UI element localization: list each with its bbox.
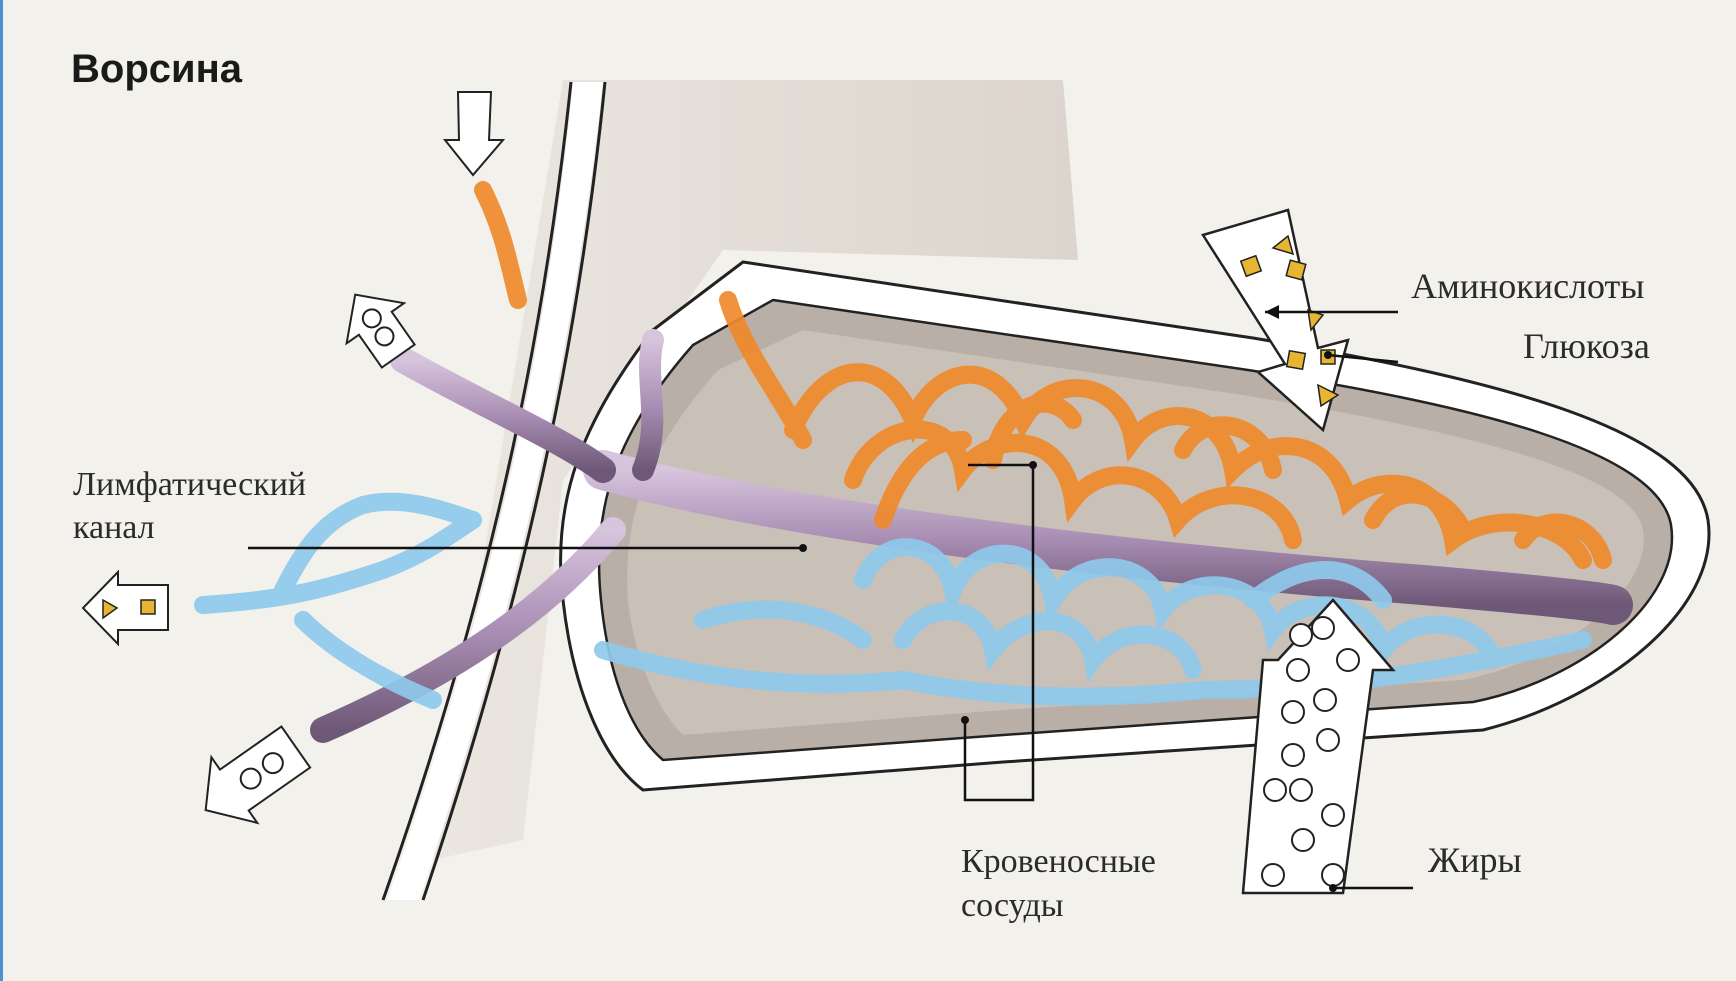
label-lymph-2: канал [73, 509, 155, 546]
label-amino: Аминокислоты [1411, 266, 1644, 306]
villus-illustration: Ворсина Лимфатический канал Аминокислоты… [3, 0, 1736, 981]
label-glucose: Глюкоза [1523, 326, 1650, 366]
label-vessels-1: Кровеносные [961, 843, 1156, 880]
label-lymph-1: Лимфатический [73, 466, 306, 503]
lymph-outflow-arrow [83, 570, 168, 644]
diagram-title: Ворсина [71, 47, 243, 91]
blood-inflow-arrow [445, 92, 503, 175]
label-vessels-2: сосуды [961, 887, 1064, 924]
outflow-arrow-bottom [183, 714, 319, 843]
label-fats: Жиры [1428, 840, 1522, 880]
